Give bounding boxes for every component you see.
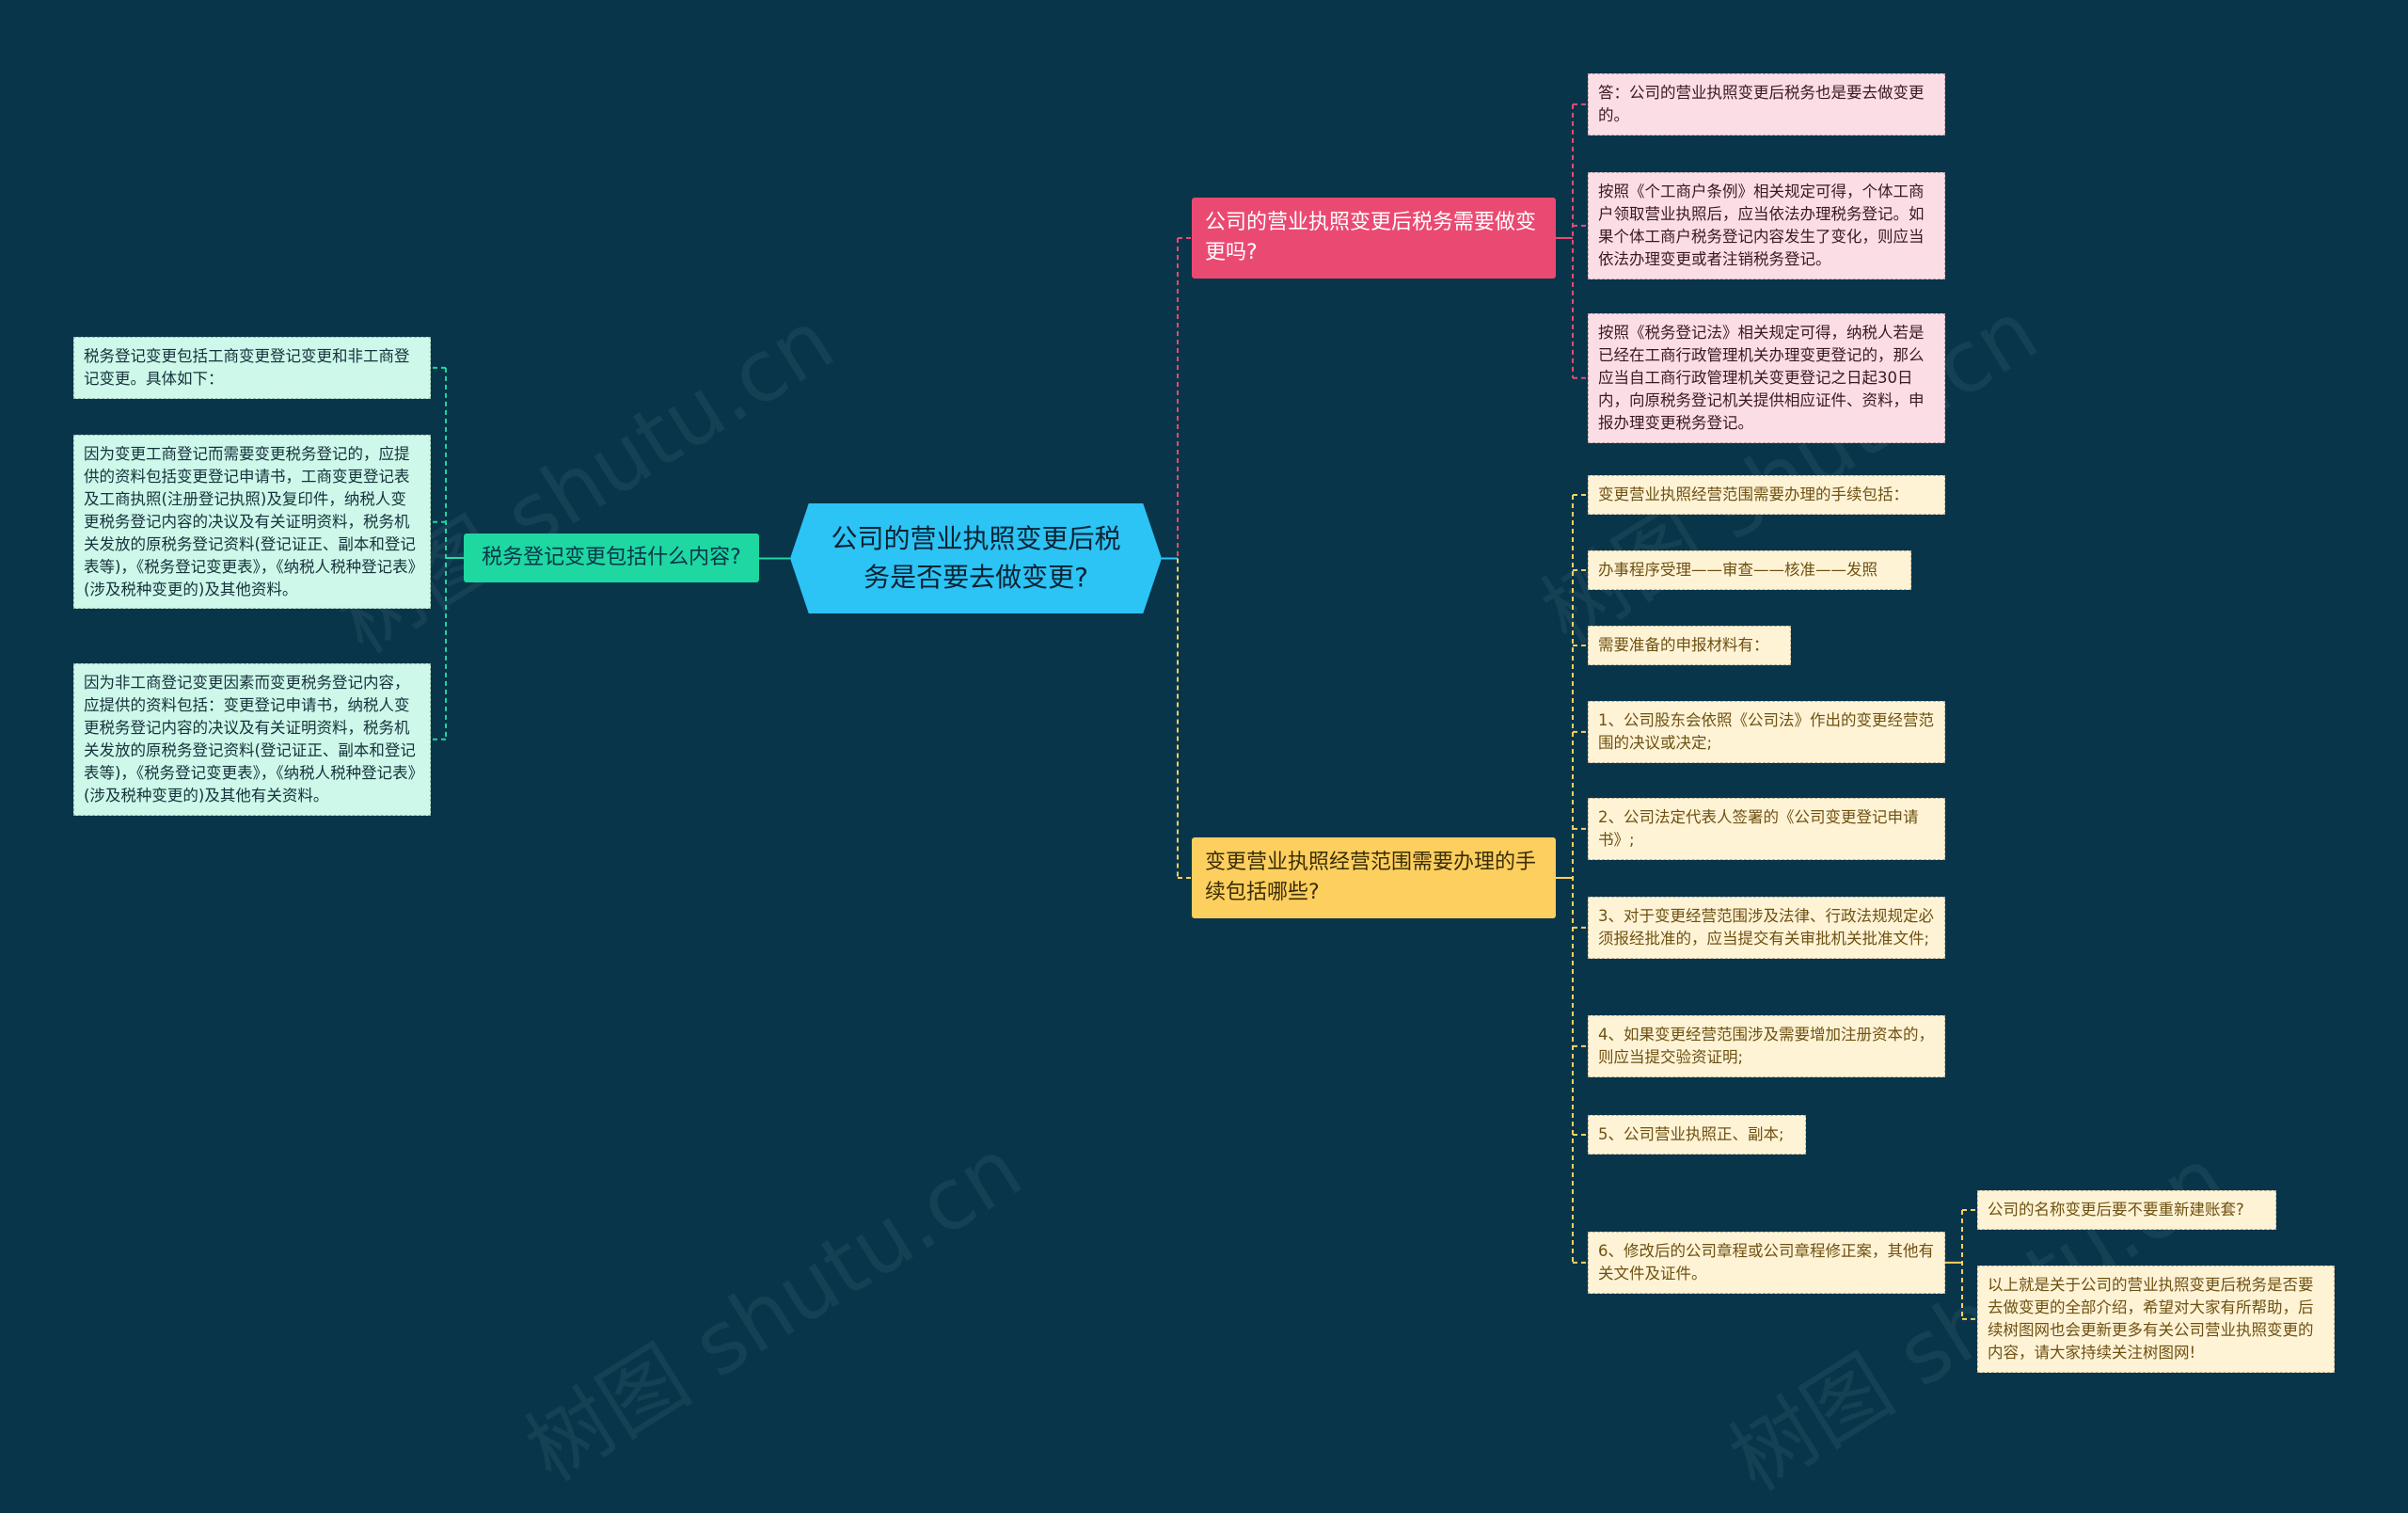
green-leaf-3[interactable]: 因为非工商登记变更因素而变更税务登记内容，应提供的资料包括：变更登记申请书，纳税… — [73, 663, 431, 816]
yellow-leaf-4[interactable]: 1、公司股东会依照《公司法》作出的变更经营范围的决议或决定; — [1588, 701, 1945, 763]
connector-lines — [431, 103, 1977, 1320]
yellow-leaf-9[interactable]: 6、修改后的公司章程或公司章程修正案，其他有关文件及证件。 — [1588, 1232, 1945, 1294]
branch-business-scope-procedures[interactable]: 变更营业执照经营范围需要办理的手续包括哪些? — [1192, 837, 1556, 918]
pink-leaf-1[interactable]: 答：公司的营业执照变更后税务也是要去做变更的。 — [1588, 73, 1945, 135]
yellow-leaf-8[interactable]: 5、公司营业执照正、副本; — [1588, 1115, 1806, 1155]
central-topic[interactable]: 公司的营业执照变更后税务是否要去做变更? — [790, 503, 1162, 613]
yellow-subleaf-1[interactable]: 公司的名称变更后要不要重新建账套? — [1977, 1190, 2276, 1230]
yellow-leaf-6[interactable]: 3、对于变更经营范围涉及法律、行政法规规定必须报经批准的，应当提交有关审批机关批… — [1588, 897, 1945, 959]
yellow-subleaf-2[interactable]: 以上就是关于公司的营业执照变更后税务是否要去做变更的全部介绍，希望对大家有所帮助… — [1977, 1266, 2335, 1373]
yellow-leaf-7[interactable]: 4、如果变更经营范围涉及需要增加注册资本的，则应当提交验资证明; — [1588, 1015, 1945, 1077]
pink-leaf-3[interactable]: 按照《税务登记法》相关规定可得，纳税人若是已经在工商行政管理机关办理变更登记的，… — [1588, 313, 1945, 443]
yellow-leaf-1[interactable]: 变更营业执照经营范围需要办理的手续包括： — [1588, 475, 1945, 515]
branch-tax-change-needed[interactable]: 公司的营业执照变更后税务需要做变更吗? — [1192, 198, 1556, 279]
yellow-leaf-2[interactable]: 办事程序受理——审查——核准——发照 — [1588, 550, 1911, 590]
yellow-leaf-5[interactable]: 2、公司法定代表人签署的《公司变更登记申请书》; — [1588, 798, 1945, 860]
green-leaf-1[interactable]: 税务登记变更包括工商变更登记变更和非工商登记变更。具体如下： — [73, 337, 431, 399]
green-leaf-2[interactable]: 因为变更工商登记而需要变更税务登记的，应提供的资料包括变更登记申请书，工商变更登… — [73, 435, 431, 610]
branch-tax-registration-contents[interactable]: 税务登记变更包括什么内容? — [464, 534, 759, 582]
yellow-leaf-3[interactable]: 需要准备的申报材料有： — [1588, 626, 1791, 665]
pink-leaf-2[interactable]: 按照《个工商户条例》相关规定可得，个体工商户领取营业执照后，应当依法办理税务登记… — [1588, 172, 1945, 279]
